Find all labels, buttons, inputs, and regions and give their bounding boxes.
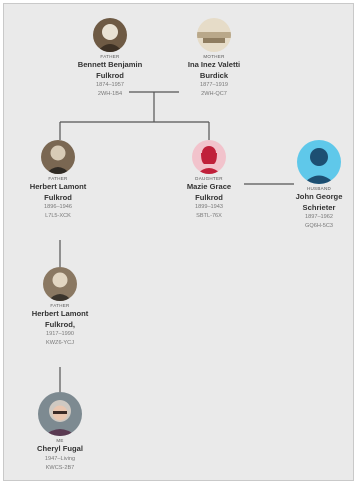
person-card-herbert-sr[interactable]: FATHER Herbert Lamont Fulkrod 1896–1946 … [8, 140, 108, 221]
person-name: Schrieter [302, 202, 336, 212]
person-name: Ina Inez Valetti [187, 60, 241, 69]
life-dates: 1899–1943 [195, 204, 223, 210]
relationship-label: DAUGHTER [195, 176, 223, 181]
family-tree-panel: FATHER Bennett Benjamin Fulkrod 1874–195… [3, 3, 354, 481]
person-name: Mazie Grace [186, 182, 232, 191]
person-name: Fulkrod [96, 70, 124, 80]
life-dates: 1874–1957 [96, 82, 124, 88]
life-dates: 1947–Living [44, 455, 76, 462]
relationship-label: MOTHER [203, 54, 225, 59]
person-name: John George [295, 192, 343, 201]
person-name: Herbert Lamont [29, 182, 87, 191]
person-name: Herbert Lamont [31, 309, 89, 318]
person-card-herbert-jr[interactable]: FATHER Herbert Lamont Fulkrod, 1917–1990… [10, 267, 110, 348]
person-card-mazie[interactable]: DAUGHTER Mazie Grace Fulkrod 1899–1943 S… [159, 140, 259, 221]
life-dates: 1877–1919 [200, 82, 228, 88]
person-id: 2WH-1B4 [97, 91, 123, 97]
avatar-photo-cheryl [38, 392, 82, 436]
person-card-john[interactable]: HUSBAND John George Schrieter 1897–1962 … [269, 140, 353, 231]
life-dates: 1897–1962 [305, 214, 333, 220]
person-id: KWZ6-YCJ [46, 340, 74, 346]
person-id: GQ6H-5C3 [305, 223, 333, 229]
life-dates: 1896–1946 [44, 204, 72, 210]
female-silhouette-icon [192, 140, 226, 174]
relationship-label: ME [56, 438, 64, 443]
person-card-cheryl[interactable]: ME Cheryl Fugal 1947–Living KWCS-2B7 [10, 392, 110, 473]
connector-lines [59, 91, 294, 392]
relationship-label: FATHER [48, 176, 68, 181]
person-id: L7L5-XCK [45, 213, 71, 219]
relationship-label: HUSBAND [306, 186, 332, 191]
person-name: Fulkrod [44, 192, 72, 202]
person-name: Bennett Benjamin [77, 60, 143, 69]
avatar-photo-bennett [93, 18, 127, 52]
avatar-photo-herbert-sr [41, 140, 75, 174]
person-id: KWCS-2B7 [45, 464, 75, 471]
person-card-ina[interactable]: MOTHER Ina Inez Valetti Burdick 1877–191… [164, 18, 264, 99]
relationship-label: FATHER [50, 303, 70, 308]
male-silhouette-icon [297, 140, 341, 184]
person-name: Fulkrod [195, 192, 223, 202]
avatar-photo-herbert-jr [43, 267, 77, 301]
person-card-bennett[interactable]: FATHER Bennett Benjamin Fulkrod 1874–195… [60, 18, 160, 99]
avatar-photo-ina [197, 18, 231, 52]
life-dates: 1917–1990 [46, 331, 74, 337]
person-name: Fulkrod, [45, 319, 75, 329]
person-id: SBTL-76X [196, 213, 222, 219]
person-name: Cheryl Fugal [37, 444, 83, 453]
person-name: Burdick [199, 70, 229, 80]
relationship-label: FATHER [100, 54, 120, 59]
person-id: 2WH-QC7 [201, 91, 227, 97]
